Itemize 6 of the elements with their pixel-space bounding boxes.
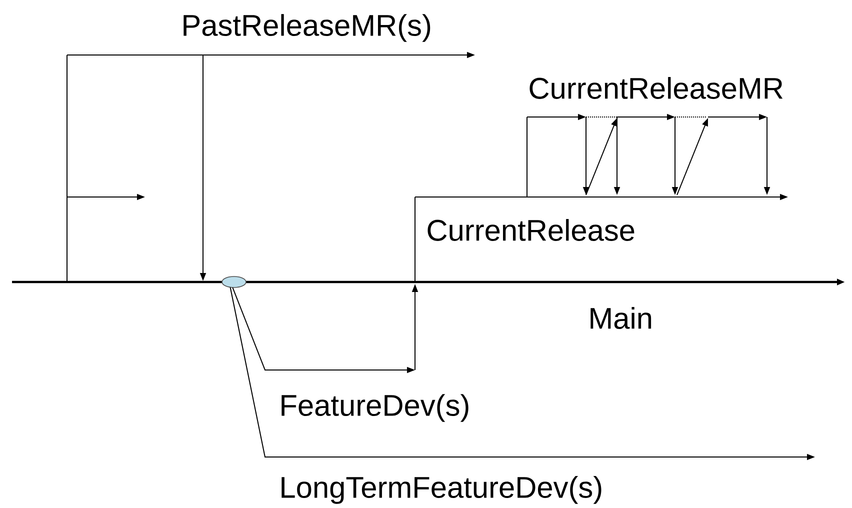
branch-label: LongTermFeatureDev(s) <box>282 476 602 504</box>
branch-label: Main <box>590 307 652 329</box>
branch-label: PastReleaseMR(s) <box>184 14 430 42</box>
branch-label: CurrentReleaseMR <box>530 77 783 99</box>
branch-label: CurrentRelease <box>428 219 634 241</box>
branch-label: FeatureDev(s) <box>282 394 468 422</box>
